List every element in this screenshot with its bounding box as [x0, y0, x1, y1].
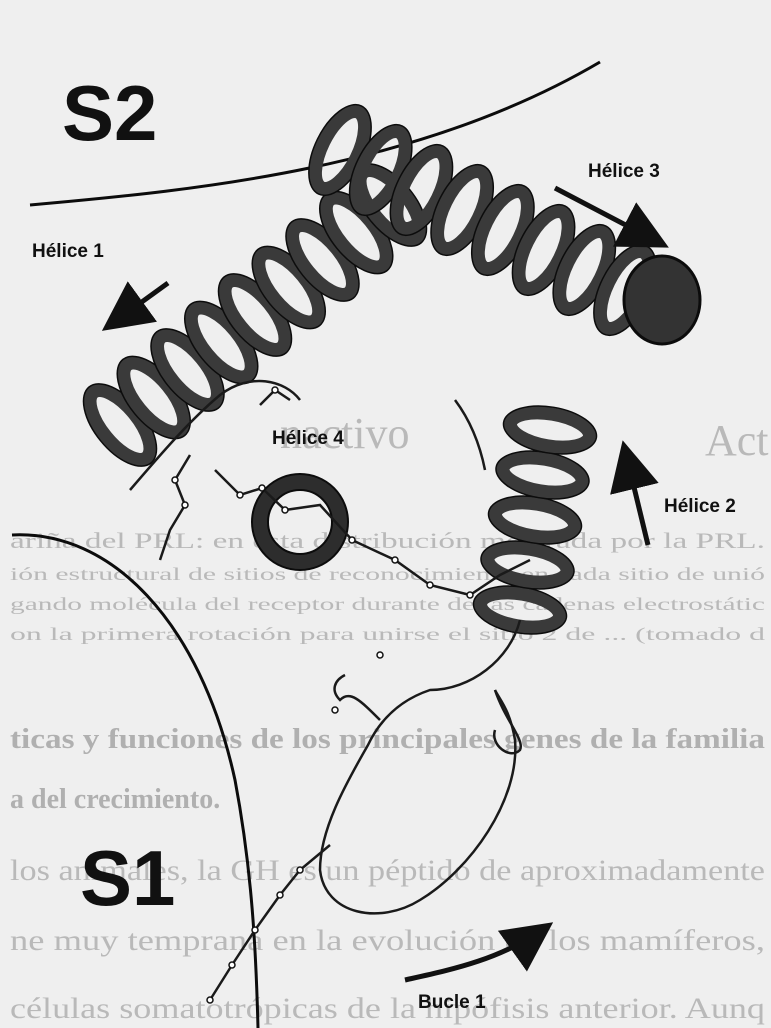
label-s1: S1 [80, 834, 175, 922]
ghost-body-2: ne muy temprana en la evolución en los m… [10, 924, 765, 957]
ghost-line-1: ariña del PRL: en esta distribución most… [10, 528, 765, 553]
label-helix-4: Hélice 4 [272, 428, 344, 449]
label-s2: S2 [62, 69, 157, 157]
label-helix-1: Hélice 1 [32, 241, 104, 262]
ghost-line-3: gando molécula del receptor durante de l… [10, 594, 765, 614]
ghost-line-4: on la primera rotación para unirse el si… [10, 624, 765, 645]
ghost-heading-2: a del crecimiento. [10, 784, 220, 815]
label-helix-3: Hélice 3 [588, 161, 660, 182]
ghost-heading-1: ticas y funciones de los principales gen… [10, 724, 765, 755]
label-bucle-1: Bucle 1 [418, 992, 486, 1013]
ghost-body-3: células somatotrópicas de la hipófisis a… [10, 992, 765, 1025]
helix-3-end-cap [624, 256, 700, 344]
ghost-word-b: Act [705, 416, 769, 465]
label-helix-2: Hélice 2 [664, 496, 736, 517]
